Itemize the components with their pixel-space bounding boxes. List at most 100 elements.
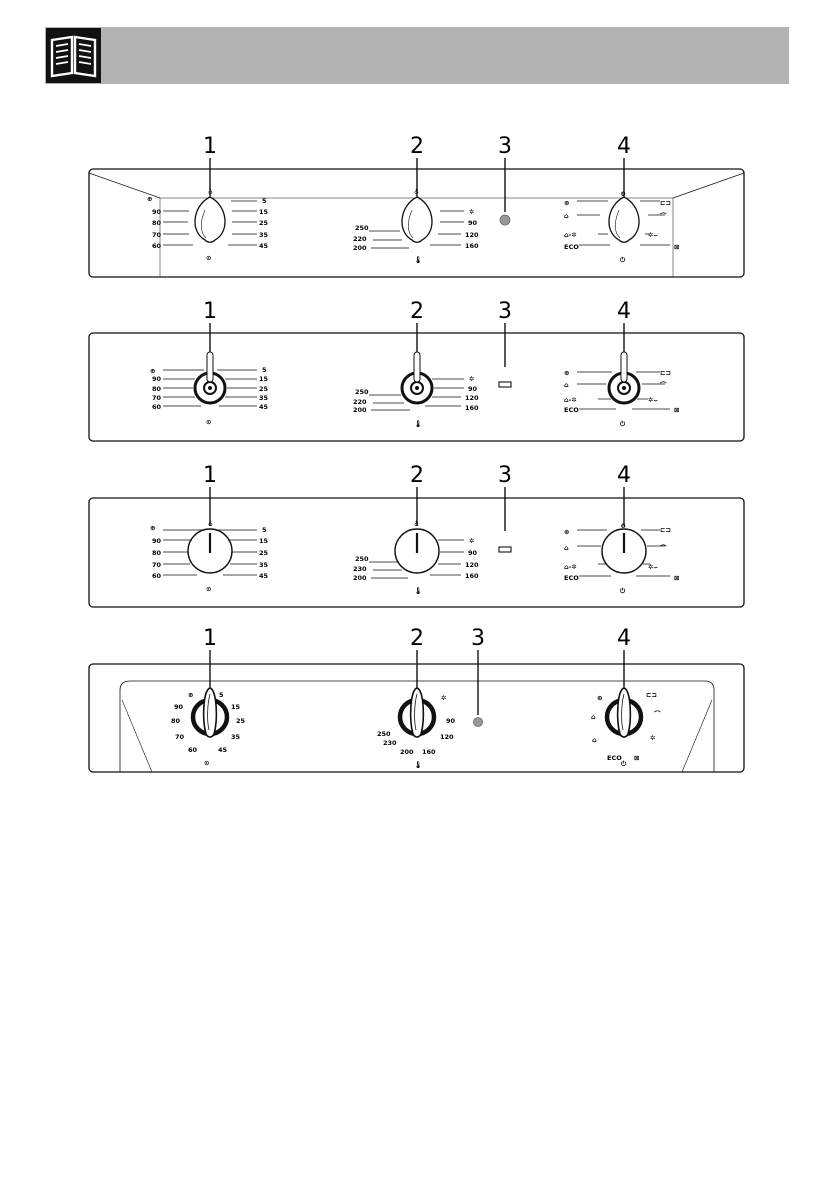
temp-label: 120 [465,561,479,569]
callout-1: 1 [203,463,217,488]
defrost-icon: ⊠ [634,754,639,762]
indicator-light [498,381,512,388]
eco-label: ECO [564,406,579,414]
timer-label: 5 [219,691,224,699]
eco-label: ECO [564,243,579,251]
callout-1: 1 [203,626,217,651]
timer-knob[interactable] [187,528,233,574]
timer-label: 5 [262,197,267,205]
timer-label: 90 [152,208,162,216]
indicator-light [498,546,512,553]
timer-knob[interactable] [193,351,227,405]
temp-label: 90 [468,385,478,393]
temp-label: 250 [355,224,369,232]
temp-label: 250 [355,555,369,563]
thermostat-knob[interactable] [400,351,434,405]
callout-2: 2 [410,299,424,324]
defrost-icon: ⊠ [674,243,679,251]
fan-icon: ✲ [469,208,474,216]
thermometer-icon: 🌡 [414,420,422,428]
power-icon: ⏻ [620,587,626,595]
callout-4: 4 [617,626,631,651]
power-icon: ⏻ [621,760,627,768]
thermostat-knob[interactable] [397,687,437,738]
timer-label: 25 [259,219,269,227]
timer-label: 80 [152,549,162,557]
callout-3: 3 [498,299,512,324]
grill-icon: ⌂ [564,544,569,552]
timer-label: 80 [152,219,162,227]
timer-label: 15 [259,375,269,383]
thermostat-knob[interactable] [401,196,433,243]
timer-label: 35 [259,561,269,569]
callout-2: 2 [410,463,424,488]
fan-grill-icon: ⊛ [564,528,569,536]
panel-3: 1 2 3 4 ⊕ 90 80 70 60 5 15 25 35 45 ♁ [88,463,745,608]
temp-label: 160 [465,242,479,250]
temp-label: 90 [468,219,478,227]
top-bottom-heat-icon: ⊏⊐ [660,199,671,207]
grill-icon: ⌂ [564,381,569,389]
timer-clock-icon: ⊙ [204,759,209,767]
grill-fan-icon: ⌂-✲ [564,231,577,239]
function-knob[interactable] [604,687,644,738]
lock-icon: ⊕ [147,195,152,203]
defrost-icon: ⊠ [674,406,679,414]
timer-knob[interactable] [190,687,230,738]
fan-grill-icon: ⊛ [597,694,602,702]
timer-label: 60 [152,403,162,411]
top-heat-icon: ⌒ [659,380,667,389]
timer-label: 5 [262,526,267,534]
timer-label: 70 [175,733,185,741]
grill-icon: ⌂ [564,212,569,220]
temp-label: 200 [353,406,367,414]
temp-label: 250 [377,730,391,738]
grill-fan-icon: ⌂-✲ [564,396,577,404]
timer-label: 80 [152,385,162,393]
top-bottom-heat-icon: ⊏⊐ [646,691,657,699]
timer-clock-icon: ⊙ [206,418,211,426]
defrost-icon: ⊠ [674,574,679,582]
temp-label: 90 [446,717,456,725]
zero-label: 0 [621,190,626,198]
bell-icon: ♁ [208,188,213,196]
temp-label: 160 [422,748,436,756]
bell-icon: ♁ [208,520,213,528]
timer-label: 25 [259,549,269,557]
function-knob[interactable] [607,351,641,405]
thermometer-icon: 🌡 [414,587,422,595]
fan-bottom-icon: ✲⌣ [648,563,658,571]
temp-label: 230 [353,565,367,573]
top-heat-icon: ⌒ [653,709,661,718]
manual-book-icon [46,28,101,83]
fan-bottom-icon: ✲⌣ [648,231,658,239]
timer-label: 70 [152,231,162,239]
temp-label: 120 [465,394,479,402]
timer-knob[interactable] [194,196,226,243]
function-knob[interactable] [601,528,647,574]
timer-label: 35 [259,394,269,402]
temp-label: 220 [353,398,367,406]
bulb-icon: ♁ [414,188,419,196]
temp-label: 160 [465,572,479,580]
timer-label: 45 [259,572,269,580]
timer-label: 45 [259,403,269,411]
callout-3: 3 [498,463,512,488]
fan-bottom-icon: ✲⌣ [648,396,658,404]
timer-label: 60 [152,242,162,250]
grill-icon: ⌂ [591,713,596,721]
thermometer-icon: 🌡 [414,256,422,264]
timer-label: 60 [152,572,162,580]
callout-1: 1 [203,299,217,324]
callout-4: 4 [617,463,631,488]
timer-label: 35 [231,733,241,741]
panel-1: 1 2 3 4 ⊕ 90 80 70 60 5 15 25 35 45 ⊙ ♁ [88,134,745,278]
temp-label: 200 [400,748,414,756]
thermostat-knob[interactable] [394,528,440,574]
lock-icon: ⊕ [150,367,155,375]
eco-label: ECO [607,754,622,762]
panel-4: 1 2 3 4 ⊕ 90 80 70 60 45 35 25 15 5 ⊙ [88,626,745,773]
function-knob[interactable] [608,196,640,243]
zero-label: 0 [621,522,626,530]
callout-3: 3 [471,626,485,651]
